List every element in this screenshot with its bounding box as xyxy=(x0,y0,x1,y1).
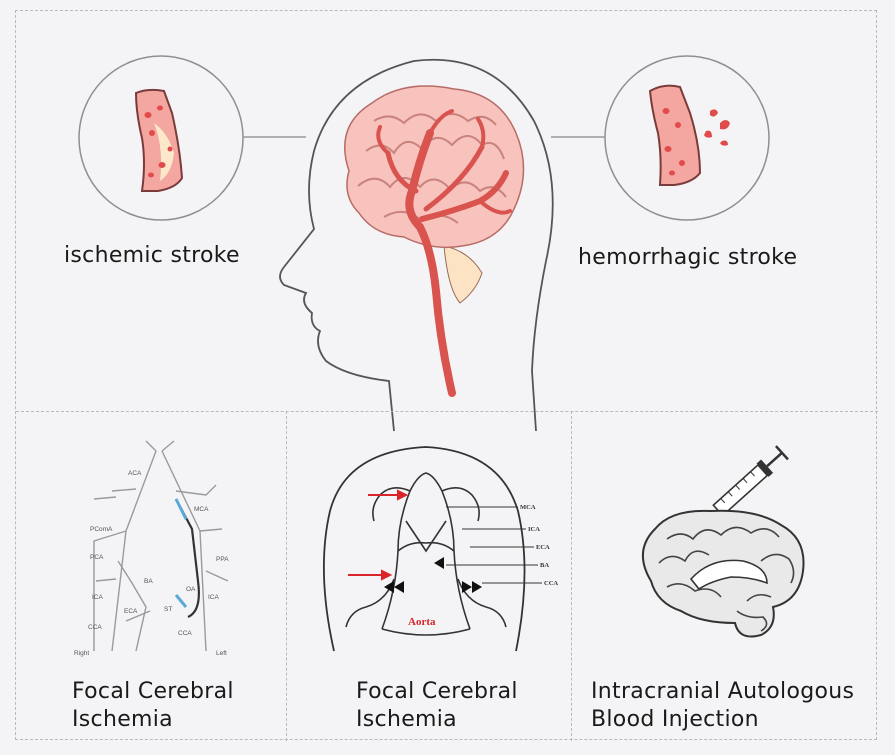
brain-syringe-icon xyxy=(642,445,805,638)
syringe-barrel-icon xyxy=(712,463,769,517)
label-aorta: Aorta xyxy=(408,616,436,628)
label-pcoma: PComA xyxy=(90,526,113,533)
figure-frame: ischemic stroke hemorrhagic stroke xyxy=(15,10,878,741)
label-mca: MCA xyxy=(194,506,209,513)
panel1-title-line2: Ischemia xyxy=(72,707,173,732)
label-aca: ACA xyxy=(128,470,142,477)
label-ba: BA xyxy=(540,562,549,569)
label-oa: OA xyxy=(186,586,196,593)
label-cca: CCA xyxy=(544,580,558,587)
focal-ischemia-panel-1: ACA MCA PComA PCA BA OA PPA ICA ICA ECA … xyxy=(16,411,286,741)
panel-divider-vertical-2 xyxy=(571,411,572,741)
aorta-vessel-diagram-icon: MCA ICA ECA BA CCA Aorta xyxy=(322,446,558,652)
panel3-title-line2: Blood Injection xyxy=(591,707,759,732)
label-ica-right: ICA xyxy=(92,594,104,601)
panel-divider-vertical-1 xyxy=(286,411,287,741)
label-cca-right: CCA xyxy=(88,624,102,631)
label-ica: ICA xyxy=(528,526,540,533)
panel2-title-line2: Ischemia xyxy=(356,707,457,732)
label-cca-left: CCA xyxy=(178,630,192,637)
label-eca: ECA xyxy=(124,608,138,615)
panel1-title-line1: Focal Cerebral xyxy=(72,679,234,704)
label-st: ST xyxy=(164,606,172,613)
ischemic-vessel-icon xyxy=(78,55,244,221)
blood-injection-panel: Intracranial Autologous Blood Injection xyxy=(571,411,878,741)
label-left: Left xyxy=(216,650,227,657)
panel2-title-line1: Focal Cerebral xyxy=(356,679,518,704)
panel3-title-line1: Intracranial Autologous xyxy=(591,679,855,704)
label-mca: MCA xyxy=(520,504,536,511)
rat-vessel-diagram-icon: ACA MCA PComA PCA BA OA PPA ICA ICA ECA … xyxy=(74,440,229,657)
label-ba: BA xyxy=(144,578,153,585)
hemorrhagic-vessel-icon xyxy=(604,55,770,221)
label-eca: ECA xyxy=(536,544,550,551)
label-right: Right xyxy=(74,650,89,657)
hemorrhagic-stroke-label: hemorrhagic stroke xyxy=(578,245,798,270)
stroke-types-panel: ischemic stroke hemorrhagic stroke xyxy=(16,11,878,432)
label-ica-left: ICA xyxy=(208,594,220,601)
panel-divider-horizontal xyxy=(16,411,878,412)
ischemic-stroke-label: ischemic stroke xyxy=(64,243,240,268)
connector-lines xyxy=(241,136,606,138)
label-pca: PCA xyxy=(90,554,104,561)
label-ppa: PPA xyxy=(216,556,229,563)
focal-ischemia-panel-2: MCA ICA ECA BA CCA Aorta xyxy=(286,411,571,741)
head-brain-icon xyxy=(279,58,554,432)
